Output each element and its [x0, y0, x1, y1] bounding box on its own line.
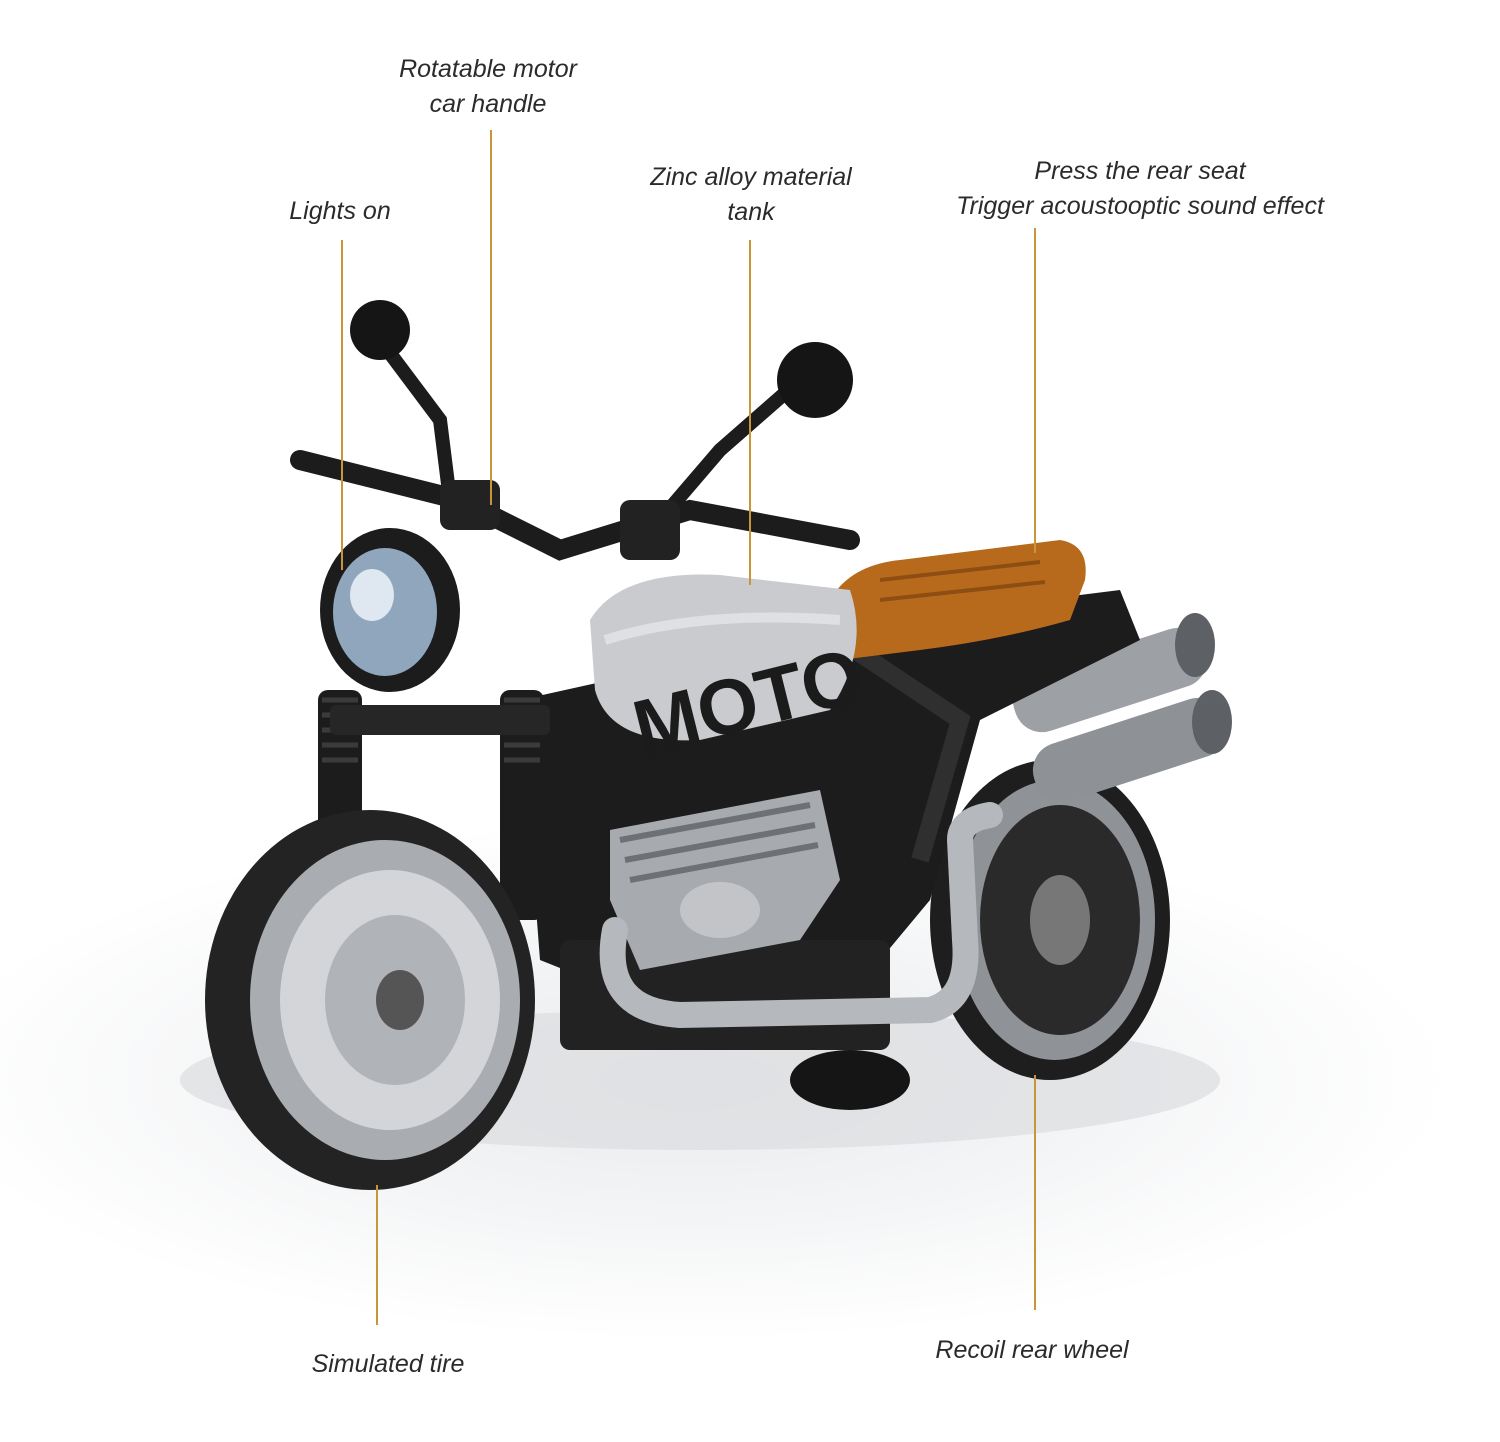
leader-line-handle: [490, 130, 492, 505]
callout-seat: Press the rear seat Trigger acoustooptic…: [915, 154, 1365, 224]
rear-wheel: [930, 760, 1170, 1080]
callout-seat-line2: Trigger acoustooptic sound effect: [956, 192, 1324, 220]
exhaust-pipes: [1012, 613, 1232, 803]
leader-line-tire: [376, 1185, 378, 1325]
callout-lights-line1: Lights on: [289, 197, 391, 225]
leader-line-seat: [1034, 228, 1036, 553]
callout-seat-line1: Press the rear seat: [1034, 157, 1246, 185]
right-mirror: [777, 342, 853, 418]
callout-tire: Simulated tire: [288, 1347, 488, 1382]
callout-rear-wheel-line1: Recoil rear wheel: [935, 1336, 1129, 1364]
callout-tank-line1: Zinc alloy material: [650, 163, 852, 191]
callout-tank-line2: tank: [727, 198, 775, 226]
front-wheel: [205, 810, 535, 1190]
handle-switch: [440, 480, 500, 530]
callout-lights: Lights on: [270, 194, 410, 229]
leader-line-tank: [749, 240, 751, 585]
callout-tire-line1: Simulated tire: [311, 1350, 465, 1378]
headlight: [320, 528, 460, 692]
callout-rear-wheel: Recoil rear wheel: [910, 1333, 1154, 1368]
rear-seat: [826, 540, 1086, 660]
handlebar-assembly: [290, 300, 860, 561]
callout-tank: Zinc alloy material tank: [625, 160, 877, 230]
leader-line-rear-wheel: [1034, 1075, 1036, 1310]
engine: [599, 790, 1003, 1029]
callout-handle-line1: Rotatable motor: [399, 55, 577, 83]
header-pipe: [599, 802, 1003, 1029]
callout-handle: Rotatable motor car handle: [370, 52, 606, 122]
left-mirror: [350, 300, 410, 360]
leader-line-lights: [341, 240, 343, 570]
callout-handle-line2: car handle: [429, 90, 547, 118]
